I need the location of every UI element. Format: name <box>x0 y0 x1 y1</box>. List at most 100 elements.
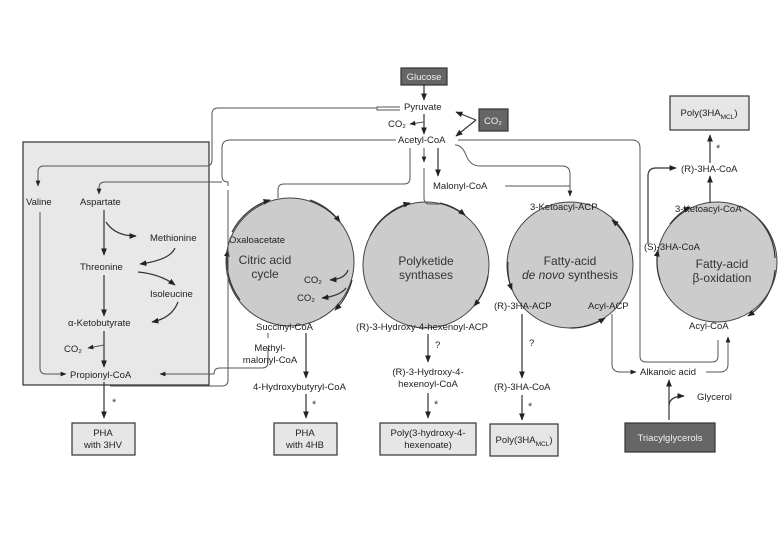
tca-arc-arrow <box>309 199 341 223</box>
valine-to-propionylcoa-path <box>39 212 67 377</box>
citric-acid-cycle-circle <box>225 197 355 327</box>
pha-4hb-label-2: with 4HB <box>285 440 324 451</box>
poly-suffix: ) <box>549 435 552 446</box>
s3hacoa-to-r3hacoa-arrow <box>647 165 677 244</box>
fas-r3ha-coa-label: (R)-3HA-CoA <box>494 382 551 393</box>
threonine-to-isoleucine-arrow <box>137 271 176 286</box>
malonylcoa-to-pks-path <box>423 168 440 205</box>
pha-3hv-box <box>71 422 136 456</box>
poly-hexenoate-label-2: hexenoate) <box>404 440 452 451</box>
tca-arc-arrow <box>231 199 271 233</box>
co2-to-pyruvate-arrow <box>455 111 477 121</box>
poly-3ha-mcl-box-betaox <box>669 95 750 131</box>
citric-acid-cycle-title-2: cycle <box>251 267 279 281</box>
tca-co2-label-1: CO₂ <box>304 275 322 286</box>
star-hexenoate: * <box>434 399 439 411</box>
aa-co2-label: CO₂ <box>64 344 82 355</box>
star-4hb: * <box>312 399 317 411</box>
hydroxybutyryl-coa-label: 4-Hydroxybutyryl-CoA <box>253 382 347 393</box>
fas-title-rest: synthesis <box>565 268 618 282</box>
propionyl-coa-label: Propionyl-CoA <box>70 370 132 381</box>
aspartate-to-methionine-arrow <box>105 221 137 239</box>
succinyl-coa-label: Succinyl-CoA <box>256 322 314 333</box>
glycerol-label: Glycerol <box>697 392 732 403</box>
triacylglycerols-box <box>624 422 716 453</box>
co2-to-acetylcoa-arrow <box>455 119 477 137</box>
right-bracket-path <box>110 190 229 387</box>
fas-question-mark: ? <box>529 338 534 349</box>
methylmalonyl-label-2: malonyl-CoA <box>243 355 298 366</box>
poly-prefix: Poly(3HA <box>680 108 721 119</box>
betaox-arc-arrow <box>653 249 661 281</box>
citric-acid-cycle-title-1: Citric acid <box>239 253 292 267</box>
methylmalonyl-label-1: Methyl- <box>254 343 285 354</box>
fas-title-italic: de novo <box>522 268 565 282</box>
pks-question-mark: ? <box>435 340 440 351</box>
polyketide-title-1: Polyketide <box>398 254 454 268</box>
malonyl-coa-label: Malonyl-CoA <box>433 181 488 192</box>
valine-label: Valine <box>26 197 52 208</box>
alkanoic-to-acylcoa-path <box>706 336 731 373</box>
methionine-to-threonine-arrow <box>139 247 176 266</box>
pha-3hv-label-1: PHA <box>93 428 113 439</box>
star-betaox-mcl: * <box>716 143 721 155</box>
oxaloacetate-label: Oxaloacetate <box>229 235 285 246</box>
pha-4hb-box <box>273 422 338 456</box>
poly-sub: MCL <box>536 441 550 448</box>
acylacp-to-alkanoic-path <box>611 314 637 375</box>
acetylcoa-to-ketoacylacp-path <box>454 144 573 197</box>
poly-suffix: ) <box>734 108 737 119</box>
co2-central-label: CO₂ <box>388 119 406 130</box>
star-fas-mcl: * <box>528 401 533 413</box>
methylmalonyl-to-propionylcoa-path <box>159 348 269 377</box>
betaox-arc-arrow <box>747 269 776 317</box>
betaox-arc-arrow <box>739 205 776 259</box>
co2-box-label: CO₂ <box>484 116 502 127</box>
pks-arc-arrow <box>369 201 411 237</box>
acetylcoa-to-betaox-path <box>458 139 719 363</box>
betaox-acyl-coa-label: Acyl-CoA <box>689 321 729 332</box>
tca-co2-arrow-2 <box>321 287 347 301</box>
tca-arc-arrow <box>334 279 353 311</box>
threonine-label: Threonine <box>80 262 123 273</box>
triacylglycerols-label: Triacylglycerols <box>637 433 702 444</box>
aspartate-label: Aspartate <box>80 197 121 208</box>
betaox-ketoacyl-coa-label: 3-Ketoacyl-CoA <box>675 204 742 215</box>
aa-decarboxylation-arrow <box>87 344 105 350</box>
hexenoyl-coa-label-2: hexenoyl-CoA <box>398 379 458 390</box>
fas-title-1: Fatty-acid <box>544 254 597 268</box>
r3ha-acp-label: (R)-3HA-ACP <box>494 301 552 312</box>
poly-3ha-mcl-box-fas <box>489 423 559 457</box>
betaox-arc-arrow <box>669 206 691 225</box>
tca-arc-arrow <box>224 249 241 301</box>
glucose-label: Glucose <box>407 72 442 83</box>
pha-3hv-label-2: with 3HV <box>83 440 123 451</box>
pyruvate-to-valine-path <box>38 106 400 186</box>
fas-arc-arrow <box>506 261 513 291</box>
acetyl-coa-label: Acetyl-CoA <box>398 135 446 146</box>
star-3hv: * <box>112 397 117 409</box>
betaox-title-1: Fatty-acid <box>696 257 749 271</box>
polyketide-synthases-circle <box>362 201 490 329</box>
poly-3ha-mcl-label-betaox: Poly(3HAMCL) <box>680 108 737 121</box>
pks-arc-arrow <box>473 275 489 307</box>
pha-4hb-label-1: PHA <box>295 428 315 439</box>
isoleucine-label: Isoleucine <box>150 289 193 300</box>
fas-arc-arrow <box>569 317 606 329</box>
pyruvate-label: Pyruvate <box>404 102 442 113</box>
acyl-acp-label: Acyl-ACP <box>588 301 629 312</box>
fas-arc-arrow <box>611 219 631 246</box>
hexenoyl-acp-label: (R)-3-Hydroxy-4-hexenoyl-ACP <box>356 322 488 333</box>
glycerol-release-arrow <box>668 393 685 406</box>
betaox-title-2: β-oxidation <box>693 271 752 285</box>
oxaloacetate-to-aspartate-path <box>96 181 222 195</box>
hexenoyl-coa-label-1: (R)-3-Hydroxy-4- <box>392 367 463 378</box>
acetylcoa-to-tca-path <box>277 148 411 198</box>
co2-box <box>478 108 509 132</box>
ketoacyl-acp-label: 3-Ketoacyl-ACP <box>530 202 598 213</box>
s3ha-coa-label: (S)-3HA-CoA <box>644 242 701 253</box>
poly-prefix: Poly(3HA <box>495 435 536 446</box>
poly-hexenoate-label-1: Poly(3-hydroxy-4- <box>391 428 466 439</box>
poly-hexenoate-box <box>379 422 477 456</box>
